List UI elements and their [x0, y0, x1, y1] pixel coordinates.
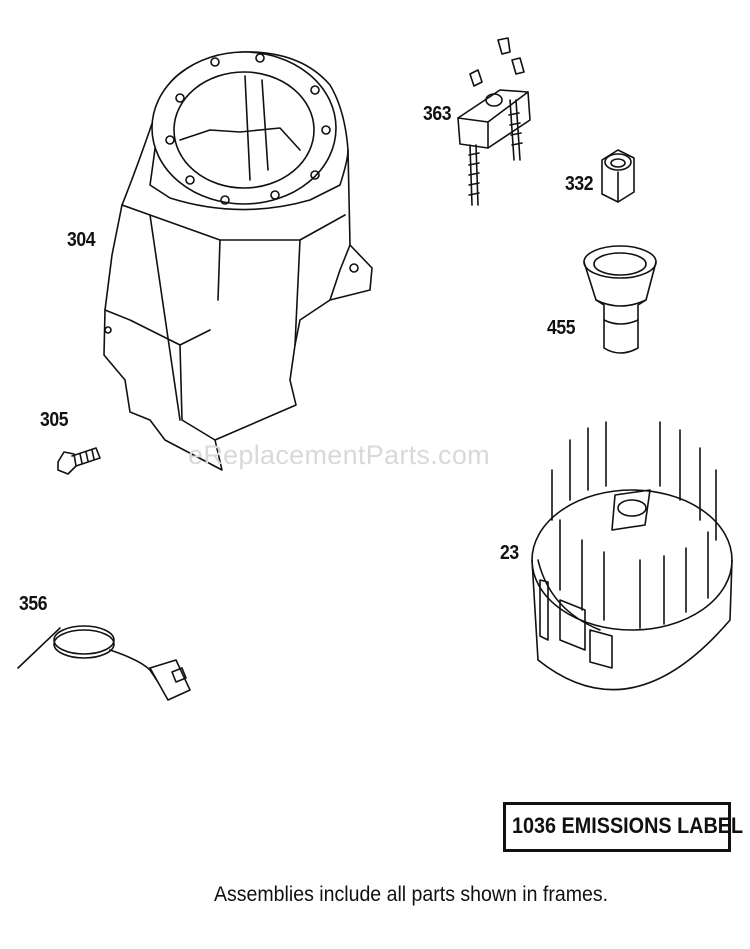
emissions-label-frame: [503, 802, 731, 852]
nut-drawing: [601, 149, 635, 203]
part-number-455[interactable]: 455: [547, 317, 576, 339]
carburetor-bracket-drawing: [457, 37, 531, 206]
part-number-332[interactable]: 332: [565, 173, 594, 195]
part-number-304[interactable]: 304: [67, 229, 96, 251]
part-number-305[interactable]: 305: [40, 409, 69, 431]
part-number-363[interactable]: 363: [423, 103, 452, 125]
footnote: Assemblies include all parts shown in fr…: [214, 883, 609, 906]
flywheel-drawing: [531, 421, 733, 691]
blower-housing-drawing: [103, 51, 373, 471]
part-number-356[interactable]: 356: [19, 593, 48, 615]
ground-wire-drawing: [17, 625, 191, 701]
watermark-text: eReplacementParts.com: [188, 440, 490, 470]
part-number-23[interactable]: 23: [500, 542, 519, 564]
emissions-label-text[interactable]: 1036 EMISSIONS LABEL: [512, 813, 744, 838]
screw-drawing: [57, 447, 101, 475]
cup-drawing: [583, 245, 657, 354]
